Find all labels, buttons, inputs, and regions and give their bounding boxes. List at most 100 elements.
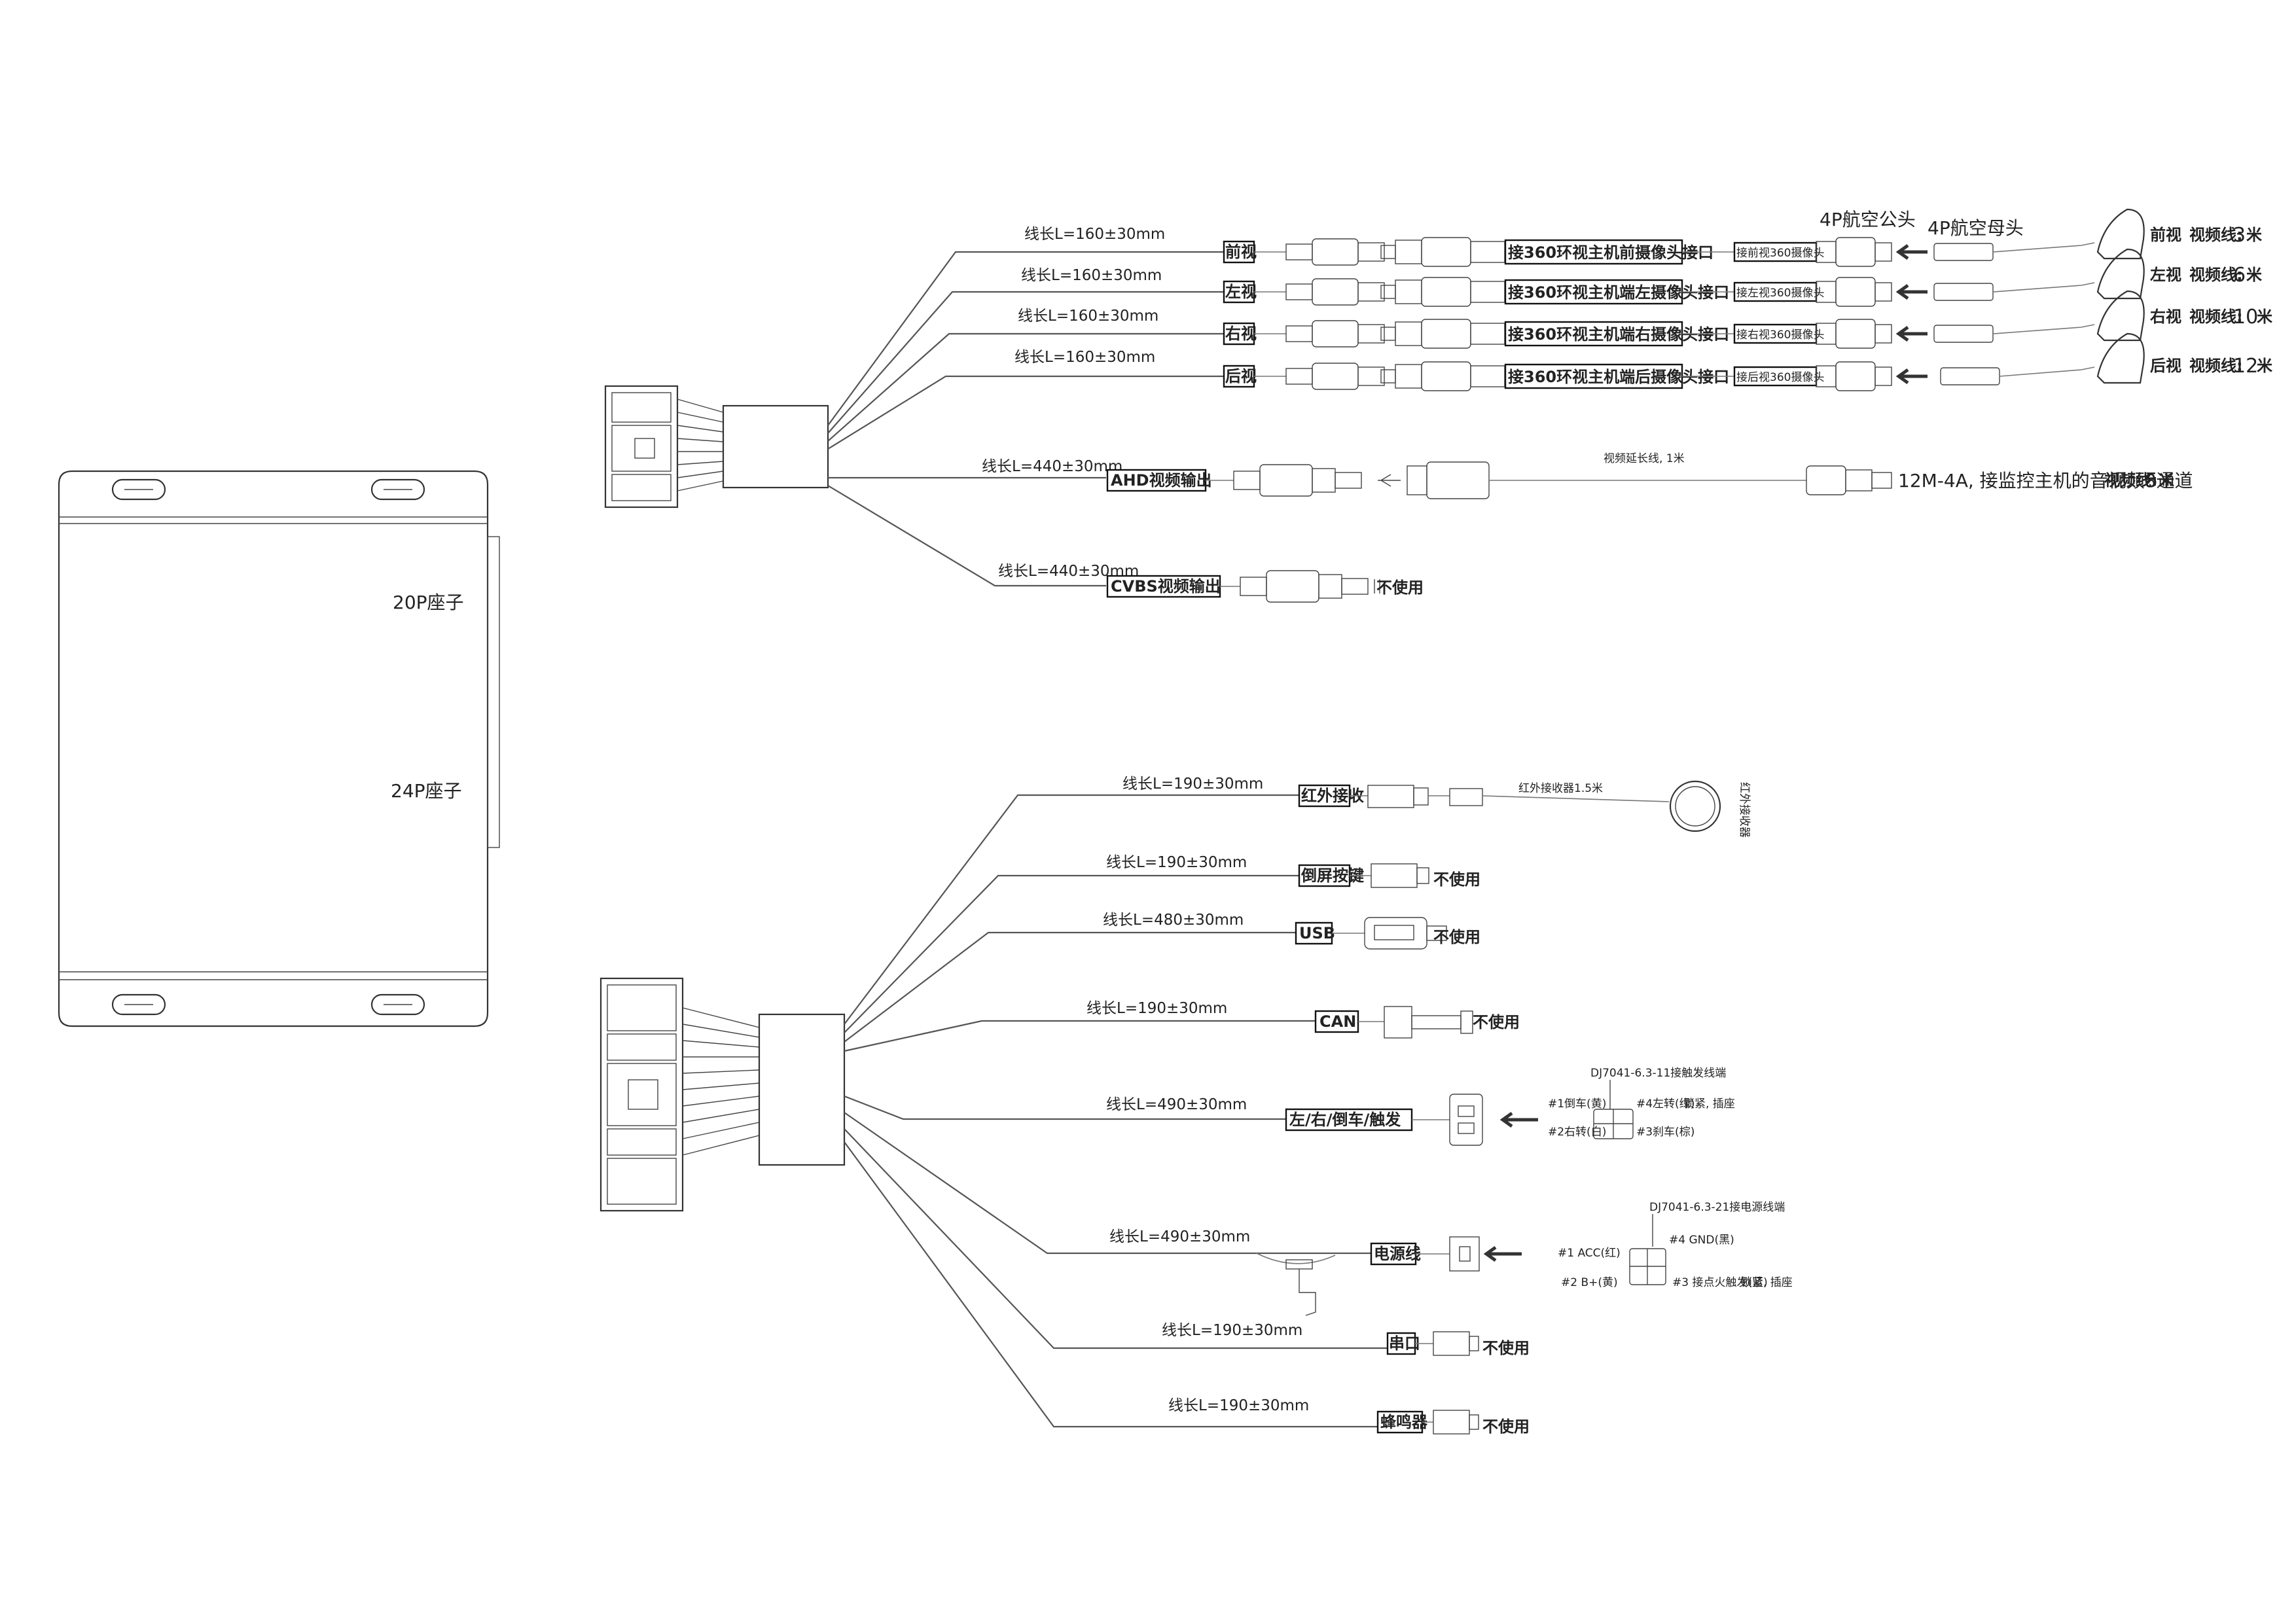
serial-length: 线长L=190±30mm	[1162, 1322, 1302, 1339]
cam-plug-e-0	[1395, 240, 1422, 264]
camera-icon-1	[2096, 248, 2145, 300]
cam-box-0	[1733, 241, 1818, 262]
buzzer-note: 不使用	[1482, 1418, 1530, 1436]
cam-length-0: 线长L=160±30mm	[1024, 226, 1165, 243]
cam-plug-d-3	[1380, 369, 1396, 383]
ir-sensor-label: 红外接收器	[1738, 782, 1751, 838]
ahd-length: 线长L=440±30mm	[982, 458, 1122, 475]
trigger-length: 线长L=490±30mm	[1106, 1096, 1247, 1113]
cam-iface-box-1	[1504, 279, 1683, 305]
cam-meters-1: 6	[2233, 264, 2246, 287]
cam-female-0	[1933, 243, 1994, 261]
power-part: DJ7041-6.3-21接电源线端	[1649, 1201, 1785, 1214]
cam-plug-g-0	[1470, 241, 1505, 263]
cam-plug-a-0	[1285, 243, 1313, 260]
device-body: 20P座子 24P座子	[58, 470, 500, 1027]
cam-plug-b-0	[1312, 238, 1359, 266]
trigger-channel: 线长L=490±30mm 左/右/倒车/触发 DJ7041-6.3-11接触发线…	[1106, 1067, 1735, 1146]
cam-male-b-0	[1835, 237, 1876, 267]
cam-plug-f-2	[1421, 319, 1471, 349]
cam-pos-2: 右视	[2150, 308, 2181, 326]
mount-slot-tr	[370, 478, 425, 501]
can-note: 不使用	[1473, 1013, 1520, 1031]
usb-channel: 线长L=480±30mm USB 不使用	[1103, 912, 1480, 950]
cam-male-c-3	[1874, 366, 1892, 386]
cam-pos-3: 后视	[2150, 357, 2181, 375]
buzzer-length: 线长L=190±30mm	[1168, 1397, 1309, 1414]
arrow-icon-1	[1895, 283, 1928, 300]
top-wires	[827, 251, 1224, 587]
trigger-part: DJ7041-6.3-11接触发线端	[1590, 1067, 1726, 1080]
ahd-channel: 线长L=440±30mm AHD视频输出 视频延长线, 1米 12M-4A, 接…	[982, 452, 2193, 499]
cam-iface-2: 接360环视主机端右摄像头接口	[1508, 325, 1729, 344]
cam-label-1: 接左视360摄像头	[1736, 287, 1824, 300]
cam-plug-f-0	[1421, 237, 1471, 267]
cam-plug-a-3	[1285, 368, 1313, 385]
cam-male-c-2	[1874, 324, 1892, 344]
ahd-unit: 米	[2159, 471, 2174, 490]
cam-meters-0: 3	[2233, 224, 2246, 247]
cam-unit-3: 米	[2257, 357, 2272, 375]
usb-note: 不使用	[1433, 928, 1480, 946]
can-length: 线长L=190±30mm	[1086, 1000, 1227, 1017]
trigger-pin-4: #4左转(绿)	[1636, 1097, 1695, 1111]
key-length: 线长L=190±30mm	[1106, 854, 1247, 871]
cam-meters-3: 12	[2233, 355, 2258, 378]
cam-line-label-0: 视频线:	[2189, 226, 2243, 244]
cam-plug-d-2	[1380, 327, 1396, 341]
power-pin-4: #4 GND(黑)	[1669, 1234, 1734, 1247]
cam-label-3: 接后视360摄像头	[1736, 371, 1824, 384]
trigger-pin-3: #3刹车(棕)	[1636, 1126, 1695, 1139]
cvbs-note: 不使用	[1376, 579, 1424, 597]
cam-plug-c-3	[1357, 366, 1385, 386]
ahd-desc: 12M-4A, 接监控主机的音视频8通道	[1898, 470, 2193, 491]
ir-channel: 线长L=190±30mm 红外接收 红外接收器1.5米 红外接收器	[1122, 776, 1751, 838]
cam-iface-box-3	[1504, 363, 1683, 389]
cam-box-2	[1733, 323, 1818, 344]
trigger-tag: 左/右/倒车/触发	[1289, 1111, 1401, 1129]
ahd-extension: 视频延长线, 1米	[1604, 452, 1685, 465]
cam-male-b-3	[1835, 361, 1876, 391]
cam-plug-d-0	[1380, 245, 1396, 259]
cam-tag-1: 左视	[1225, 283, 1257, 301]
key-note: 不使用	[1433, 870, 1480, 889]
camera-icon-3	[2096, 332, 2145, 384]
cam-female-2	[1933, 325, 1994, 343]
cam-tag-3: 后视	[1225, 367, 1257, 385]
arrow-icon-2	[1895, 325, 1928, 342]
cam-length-1: 线长L=160±30mm	[1021, 267, 1162, 284]
cam-plug-c-1	[1357, 282, 1385, 302]
cam-plug-e-1	[1395, 279, 1422, 304]
cam-plug-g-2	[1470, 323, 1505, 345]
power-channel: 线长L=490±30mm 电源线 DJ7041-6.3-21接电源线端 #1 A…	[1109, 1201, 1793, 1316]
cam-box-1	[1733, 281, 1818, 302]
cam-plug-e-3	[1395, 364, 1422, 389]
cam-iface-1: 接360环视主机端左摄像头接口	[1508, 283, 1729, 302]
camera-icon-0	[2096, 208, 2145, 260]
cam-unit-0: 米	[2246, 226, 2262, 244]
cam-line-label-1: 视频线:	[2189, 266, 2243, 284]
mount-slot-bl	[111, 993, 166, 1016]
cam-plug-b-2	[1312, 320, 1359, 348]
usb-length: 线长L=480±30mm	[1103, 912, 1244, 929]
power-length: 线长L=490±30mm	[1109, 1228, 1250, 1245]
cam-line-label-3: 视频线:	[2189, 357, 2243, 375]
cam-iface-box-2	[1504, 321, 1683, 347]
trigger-pin-2: #2右转(白)	[1548, 1126, 1606, 1139]
mount-slot-tl	[111, 478, 166, 501]
buzzer-tag: 蜂鸣器	[1380, 1413, 1428, 1431]
cam-plug-c-0	[1357, 242, 1385, 262]
mount-slot-br	[370, 993, 425, 1016]
cam-line-label-2: 视频线:	[2189, 308, 2243, 326]
cam-plug-e-2	[1395, 321, 1422, 346]
camera-channels: 线长L=160±30mm前视接360环视主机前摄像头接口接前视360摄像头前视视…	[1014, 208, 2272, 391]
cam-plug-d-1	[1380, 285, 1396, 299]
cam-label-0: 接前视360摄像头	[1736, 247, 1824, 260]
cam-male-c-1	[1874, 282, 1892, 302]
serial-note: 不使用	[1482, 1339, 1530, 1357]
cam-plug-f-3	[1421, 361, 1471, 391]
usb-tag: USB	[1299, 924, 1335, 942]
ahd-tag: AHD视频输出	[1111, 471, 1212, 490]
cam-male-b-1	[1835, 277, 1876, 307]
cam-plug-a-1	[1285, 283, 1313, 300]
